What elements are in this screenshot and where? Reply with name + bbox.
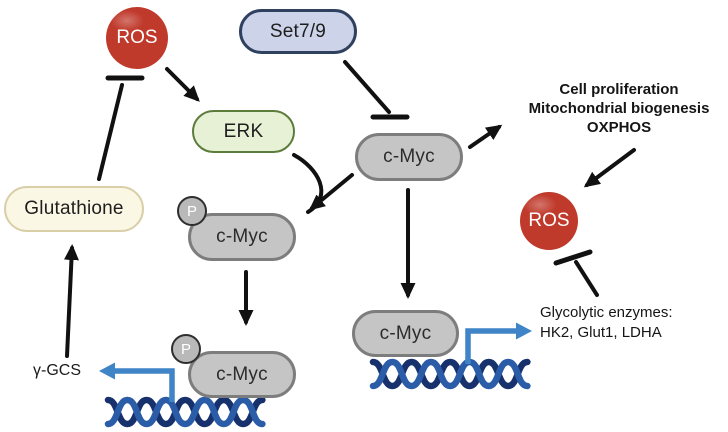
glycolytic-line-1: Glycolytic enzymes: — [540, 304, 673, 321]
transcription-arrow-gcs — [99, 362, 175, 402]
dna-helix-left — [104, 396, 266, 428]
arrow-cmyc-to-phospho-cmyc — [308, 173, 354, 211]
node-ros-upstream: ROS — [106, 7, 168, 69]
inhibit-glycolytic-to-ros-stem — [574, 260, 599, 297]
node-erk: ERK — [192, 110, 295, 153]
node-cmyc-dna-right: c-Myc — [352, 310, 459, 357]
arrow-ros-to-erk — [165, 67, 200, 102]
outcomes-text: Cell proliferation Mitochondrial biogene… — [524, 80, 714, 137]
outcomes-line-1: Cell proliferation — [559, 81, 679, 98]
outcomes-line-3: OXPHOS — [586, 119, 652, 136]
arrow-cmyc-to-outcomes — [468, 124, 503, 149]
transcription-arrowhead-right — [516, 322, 532, 340]
node-cmyc-phospho-mid: c-Myc — [188, 213, 296, 261]
outcomes-line-2: Mitochondrial biogenesis — [528, 100, 710, 117]
transcription-arrow-glycolytic — [465, 322, 532, 364]
inhibit-set79-to-cmyc-stem — [343, 60, 391, 114]
arrow-oxphos-to-ros — [583, 148, 636, 188]
phospho-badge-mid: P — [177, 196, 207, 226]
dna-helix-right — [369, 358, 531, 390]
node-glutathione: Glutathione — [4, 186, 144, 232]
glycolytic-line-2: HK2, Glut1, LDHA — [540, 323, 662, 341]
phospho-badge-dna: P — [171, 334, 201, 364]
arrow-gcs-to-glutathione — [63, 244, 79, 358]
node-cmyc-phospho-dna: c-Myc — [188, 351, 296, 398]
node-ros-downstream: ROS — [520, 192, 578, 250]
glycolytic-text: Glycolytic enzymes: HK2, Glut1, LDHA — [540, 303, 673, 342]
inhibit-glutathione-to-ros-stem — [97, 83, 124, 181]
inhibit-glycolytic-to-ros-bar — [553, 249, 593, 266]
node-cmyc-central: c-Myc — [355, 133, 463, 181]
transcription-arrowhead-left — [99, 362, 115, 380]
gamma-gcs-label: γ-GCS — [33, 362, 81, 379]
node-set7-9: Set7/9 — [239, 9, 357, 54]
